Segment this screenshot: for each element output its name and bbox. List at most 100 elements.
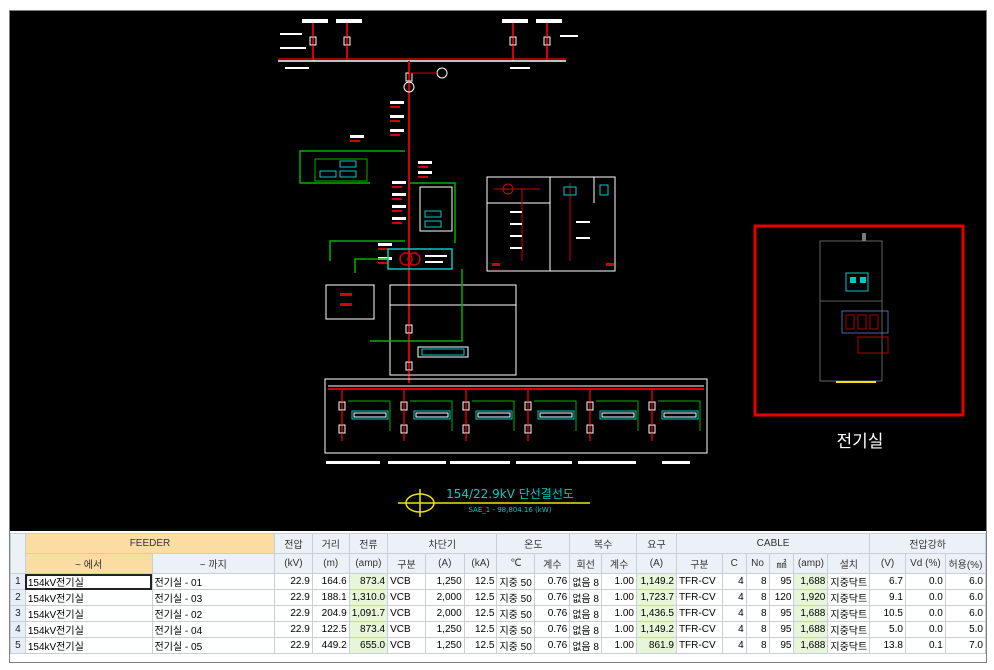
cell-multi-coef[interactable]: 1.00 [601, 637, 637, 654]
cell-lines[interactable]: 없음 8 [569, 605, 603, 622]
cell-cable-c[interactable]: 4 [721, 621, 747, 638]
sub-header-multi-coef[interactable]: 계수 [601, 553, 637, 574]
cell-cable-c[interactable]: 4 [721, 637, 747, 654]
cell-install[interactable]: 지중닥트 [827, 637, 871, 654]
cell-vdrop-v[interactable]: 13.8 [869, 637, 906, 654]
cell-kv[interactable]: 22.9 [274, 605, 313, 622]
sub-header-vdrop-v[interactable]: (V) [869, 553, 906, 574]
header-cable[interactable]: CABLE [675, 533, 871, 554]
cell-cable-type[interactable]: TFR-CV [675, 573, 723, 590]
cell-lines[interactable]: 없음 8 [569, 589, 603, 606]
sub-header-vdrop-pct[interactable]: Vd (%) [904, 553, 946, 574]
header-breaker[interactable]: 차단기 [387, 533, 498, 554]
sub-header-cable-c[interactable]: C [721, 553, 747, 574]
cell-kv[interactable]: 22.9 [274, 621, 313, 638]
cell-from[interactable]: 154kV전기실 [24, 589, 153, 606]
electrical-room-zone[interactable] [753, 224, 965, 417]
cell-install[interactable]: 지중닥트 [827, 573, 871, 590]
cell-lines[interactable]: 없음 8 [569, 637, 603, 654]
cell-breaker-ka[interactable]: 12.5 [463, 621, 498, 638]
cell-demand[interactable]: 1,723.7 [636, 589, 677, 606]
feeder-spreadsheet[interactable]: FEEDER 전압 거리 전류 차단기 온도 복수 요구 CABLE 전압강하 … [10, 533, 986, 662]
sub-header-install[interactable]: 설치 [827, 553, 871, 574]
header-voltage[interactable]: 전압 [274, 533, 313, 554]
cell-cable-c[interactable]: 4 [721, 573, 747, 590]
sub-header-breaker-a[interactable]: (A) [424, 553, 465, 574]
cell-cable-type[interactable]: TFR-CV [675, 589, 723, 606]
cell-amp[interactable]: 873.4 [348, 573, 389, 590]
sub-header-kv[interactable]: (kV) [274, 553, 313, 574]
row-number[interactable]: 2 [10, 589, 26, 606]
cell-cable-type[interactable]: TFR-CV [675, 605, 723, 622]
sub-header-breaker-type[interactable]: 구분 [387, 553, 426, 574]
cell-breaker-a[interactable]: 1,250 [424, 621, 465, 638]
cell-breaker-ka[interactable]: 12.5 [463, 605, 498, 622]
cell-temp[interactable]: 지중 50 [496, 573, 536, 590]
cell-temp-coef[interactable]: 0.76 [534, 637, 571, 654]
cell-temp-coef[interactable]: 0.76 [534, 589, 571, 606]
cell-vdrop-pct[interactable]: 0.0 [904, 589, 946, 606]
sub-header-from[interactable]: ~ 에서 [24, 553, 153, 574]
cell-allow[interactable]: 7.0 [944, 637, 986, 654]
cell-m[interactable]: 164.6 [311, 573, 350, 590]
header-current[interactable]: 전류 [348, 533, 389, 554]
cell-cable-amp[interactable]: 1,688 [793, 637, 829, 654]
sub-header-cable-mm2[interactable]: ㎟ [768, 553, 795, 574]
cell-vdrop-pct[interactable]: 0.0 [904, 573, 946, 590]
cell-install[interactable]: 지중닥트 [827, 621, 871, 638]
header-temperature[interactable]: 온도 [496, 533, 571, 554]
cell-vdrop-pct[interactable]: 0.0 [904, 621, 946, 638]
cell-breaker[interactable]: VCB [387, 605, 426, 622]
cell-lines[interactable]: 없음 8 [569, 573, 603, 590]
cell-allow[interactable]: 6.0 [944, 573, 986, 590]
cell-cable-amp[interactable]: 1,688 [793, 605, 829, 622]
cell-breaker[interactable]: VCB [387, 573, 426, 590]
cell-breaker-a[interactable]: 1,250 [424, 573, 465, 590]
cell-breaker-ka[interactable]: 12.5 [463, 573, 498, 590]
cell-cable-no[interactable]: 8 [745, 589, 770, 606]
cell-kv[interactable]: 22.9 [274, 637, 313, 654]
cell-multi-coef[interactable]: 1.00 [601, 589, 637, 606]
cell-cable-no[interactable]: 8 [745, 621, 770, 638]
sub-header-lines[interactable]: 회선 [569, 553, 603, 574]
cell-amp[interactable]: 655.0 [348, 637, 389, 654]
cell-cable-type[interactable]: TFR-CV [675, 621, 723, 638]
cell-demand[interactable]: 1,149.2 [636, 621, 677, 638]
cell-from[interactable]: 154kV전기실 [24, 621, 153, 638]
cell-cable-c[interactable]: 4 [721, 605, 747, 622]
cell-breaker-a[interactable]: 2,000 [424, 589, 465, 606]
sub-header-demand-a[interactable]: (A) [636, 553, 677, 574]
cell-cable-type[interactable]: TFR-CV [675, 637, 723, 654]
cell-allow[interactable]: 6.0 [944, 605, 986, 622]
cell-breaker-ka[interactable]: 12.5 [463, 589, 498, 606]
cell-from[interactable]: 154kV전기실 [24, 573, 153, 590]
cell-temp[interactable]: 지중 50 [496, 589, 536, 606]
cell-vdrop-v[interactable]: 10.5 [869, 605, 906, 622]
cell-from[interactable]: 154kV전기실 [24, 605, 153, 622]
row-number[interactable]: 5 [10, 637, 26, 654]
sub-header-cable-type[interactable]: 구분 [675, 553, 723, 574]
cell-breaker-ka[interactable]: 12.5 [463, 637, 498, 654]
cell-amp[interactable]: 873.4 [348, 621, 389, 638]
cell-vdrop-pct[interactable]: 0.1 [904, 637, 946, 654]
sub-header-to[interactable]: ~ 까지 [151, 553, 276, 574]
cell-temp-coef[interactable]: 0.76 [534, 573, 571, 590]
cell-amp[interactable]: 1,310.0 [348, 589, 389, 606]
sub-header-cable-amp[interactable]: (amp) [793, 553, 829, 574]
row-number[interactable]: 1 [10, 573, 26, 590]
cell-install[interactable]: 지중닥트 [827, 589, 871, 606]
cell-vdrop-v[interactable]: 5.0 [869, 621, 906, 638]
header-feeder[interactable]: FEEDER [24, 533, 276, 554]
cell-m[interactable]: 204.9 [311, 605, 350, 622]
header-multiple[interactable]: 복수 [569, 533, 637, 554]
cell-breaker[interactable]: VCB [387, 637, 426, 654]
cell-demand[interactable]: 1,149.2 [636, 573, 677, 590]
corner-cell[interactable] [10, 533, 26, 574]
cell-to[interactable]: 전기실 - 02 [151, 605, 276, 622]
header-distance[interactable]: 거리 [311, 533, 350, 554]
cell-cable-no[interactable]: 8 [745, 573, 770, 590]
cell-demand[interactable]: 861.9 [636, 637, 677, 654]
cell-to[interactable]: 전기실 - 01 [151, 573, 276, 590]
cell-cable-no[interactable]: 8 [745, 637, 770, 654]
cell-breaker-a[interactable]: 1,250 [424, 637, 465, 654]
